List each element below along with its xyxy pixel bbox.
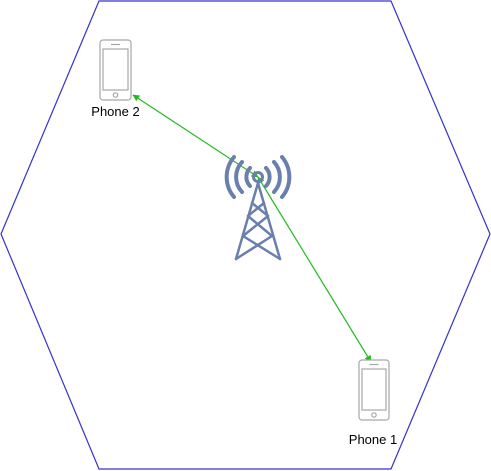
link-tower-phone-1 bbox=[257, 176, 372, 363]
smartphone-icon bbox=[358, 359, 390, 421]
link-tower-phone-2 bbox=[132, 94, 259, 178]
phone-1-label: Phone 1 bbox=[349, 432, 397, 447]
phone-1: Phone 1 bbox=[349, 359, 397, 447]
cell-tower-icon bbox=[224, 155, 292, 261]
smartphone-icon bbox=[99, 39, 132, 101]
phone-2-label: Phone 2 bbox=[91, 104, 139, 119]
phone-2: Phone 2 bbox=[91, 39, 140, 119]
